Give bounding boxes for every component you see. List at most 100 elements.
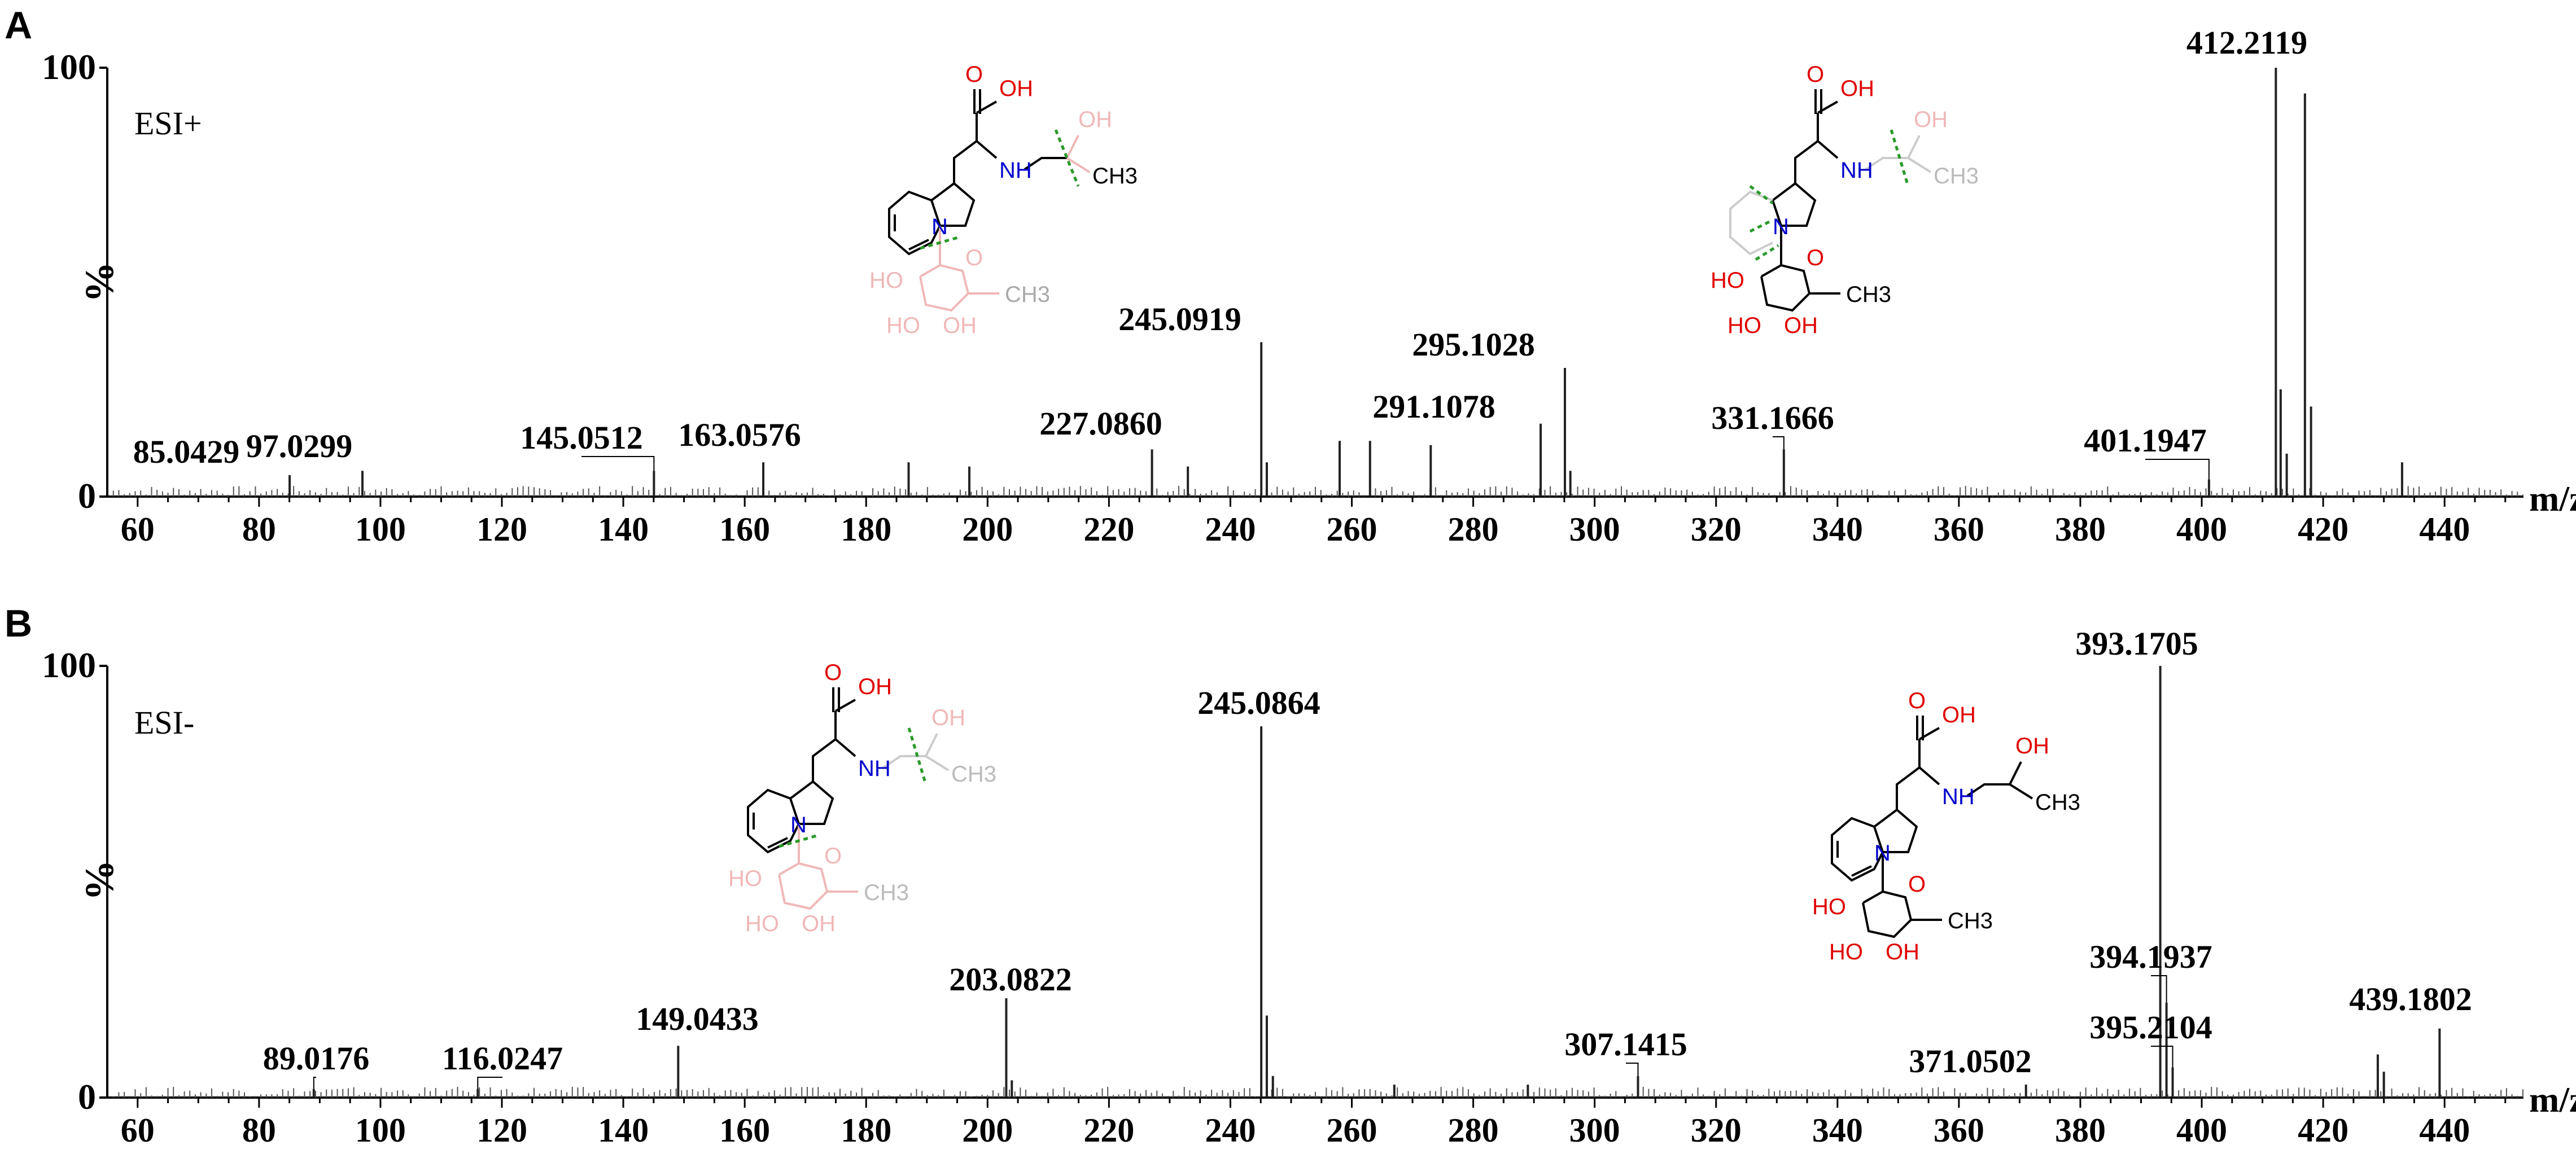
y-axis-label-a: % (77, 262, 122, 302)
chem-label-oh-2: OH (1914, 107, 1948, 132)
peak-label: 85.0429 (133, 433, 240, 470)
chem-label-oh-3: OH (802, 911, 836, 936)
chem-label-nh: NH (858, 756, 891, 781)
chem-label-ho-2: HO (745, 911, 779, 936)
chem-label-oh: OH (1840, 76, 1874, 101)
chemical-structure-b1: OH O NH OH CH3 N HO O HO OH CH3 (728, 660, 996, 936)
mode-label-a: ESI+ (134, 105, 202, 142)
y-tick-label: 0 (78, 1077, 96, 1117)
peaks-b (312, 666, 2441, 1098)
peak-label: 149.0433 (636, 1001, 759, 1037)
x-tick-label: 140 (598, 1112, 649, 1149)
x-tick-label: 260 (1327, 511, 1377, 548)
x-tick-label: 200 (962, 1112, 1013, 1149)
peak-label-leader (2145, 459, 2210, 480)
chem-label-n: N (790, 813, 807, 837)
peak-label: 227.0860 (1039, 405, 1162, 442)
chem-label-o-2: O (824, 844, 842, 868)
chem-label-ho-2: HO (1829, 940, 1863, 964)
peak-label: 439.1802 (2349, 981, 2472, 1017)
peak-label: 401.1947 (2084, 422, 2207, 459)
x-tick-label: 280 (1448, 511, 1499, 548)
chem-label-ch3: CH3 (1934, 164, 1979, 188)
x-tick-label: 400 (2176, 511, 2227, 548)
chem-label-oh: OH (1942, 703, 1976, 727)
x-axis-label-a: m/z (2529, 479, 2576, 519)
x-tick-label: 200 (962, 511, 1013, 548)
peak-label: 145.0512 (520, 419, 643, 456)
x-tick-label: 220 (1083, 1112, 1134, 1149)
x-tick-label: 340 (1812, 511, 1863, 548)
chemical-structure-a2: OH O NH OH CH3 N HO O HO OH CH3 (1711, 62, 1979, 338)
peak-label: 331.1666 (1711, 400, 1834, 436)
peak-label-leader (1626, 1063, 1639, 1076)
y-axis-label-b: % (77, 860, 122, 901)
chem-label-ho-2: HO (886, 313, 920, 338)
chem-label-ch3: CH3 (951, 762, 996, 787)
y-tick-label: 100 (42, 645, 96, 685)
chemical-structure-b2: OH O NH OH CH3 N HO O HO OH CH3 (1812, 688, 2080, 964)
chemical-structure-a1: OH O NH OH CH3 N HO O HO OH CH3 (869, 62, 1138, 338)
chem-label-o-2: O (1908, 872, 1926, 897)
chem-label-nh: NH (1840, 158, 1873, 183)
x-tick-label: 280 (1448, 1112, 1499, 1149)
noise-baseline-b (112, 1086, 2523, 1098)
peak-label: 393.1705 (2075, 625, 2198, 662)
chem-label-oh-2: OH (1078, 107, 1112, 132)
chem-label-nh: NH (999, 158, 1032, 183)
x-tick-label: 120 (476, 511, 527, 548)
peak-label: 89.0176 (263, 1040, 370, 1077)
peak-label-leader (2151, 1046, 2173, 1068)
x-tick-label: 320 (1691, 511, 1742, 548)
x-tick-label: 400 (2176, 1112, 2227, 1149)
chem-label-oh-3: OH (943, 313, 977, 338)
chem-label-oh-2: OH (931, 705, 965, 730)
peak-label: 395.2104 (2089, 1009, 2212, 1046)
x-tick-label: 120 (476, 1112, 527, 1149)
mode-label-b: ESI- (134, 704, 194, 741)
x-tick-label: 100 (355, 511, 406, 548)
chem-label-oh-3: OH (1886, 940, 1919, 964)
peak-label: 97.0299 (246, 428, 353, 464)
chem-label-ch3-2: CH3 (1948, 909, 1993, 933)
chem-label-oh: OH (858, 674, 892, 699)
chem-label-o: O (1807, 62, 1824, 87)
x-tick-label: 260 (1327, 1112, 1377, 1149)
chem-label-ho: HO (728, 866, 762, 891)
panel-letter-a: A (5, 4, 32, 47)
peak-label-leader (2151, 975, 2167, 1003)
x-tick-label: 100 (355, 1112, 406, 1149)
x-tick-label: 300 (1569, 511, 1620, 548)
chem-label-ho: HO (1711, 268, 1744, 293)
peak-label: 163.0576 (678, 416, 801, 453)
chem-label-ho-2: HO (1727, 313, 1761, 338)
x-tick-label: 440 (2419, 511, 2470, 548)
x-tick-label: 320 (1691, 1112, 1742, 1149)
chem-label-o: O (965, 62, 983, 87)
peaks-a (288, 68, 2403, 497)
peak-label-leader (313, 1077, 316, 1089)
x-tick-label: 80 (242, 1112, 276, 1149)
x-tick-label: 220 (1083, 511, 1134, 548)
x-tick-label: 420 (2298, 511, 2348, 548)
chem-label-ho: HO (869, 268, 903, 293)
peak-label: 412.2119 (2186, 24, 2307, 61)
peak-label-leader (1773, 436, 1785, 450)
chem-label-ch3-2: CH3 (1846, 282, 1891, 307)
peak-label: 295.1028 (1412, 326, 1535, 363)
peak-label: 307.1415 (1564, 1026, 1687, 1063)
chem-label-oh-3: OH (1784, 313, 1818, 338)
chem-label-ch3: CH3 (1092, 164, 1138, 188)
x-axis-label-b: m/z (2529, 1080, 2576, 1120)
peak-label: 116.0247 (442, 1040, 563, 1077)
peak-label: 394.1937 (2089, 938, 2212, 975)
chem-label-ch3-2: CH3 (1005, 282, 1050, 307)
peak-label: 371.0502 (1909, 1043, 2032, 1080)
x-tick-label: 420 (2298, 1112, 2348, 1149)
x-tick-label: 180 (841, 1112, 891, 1149)
